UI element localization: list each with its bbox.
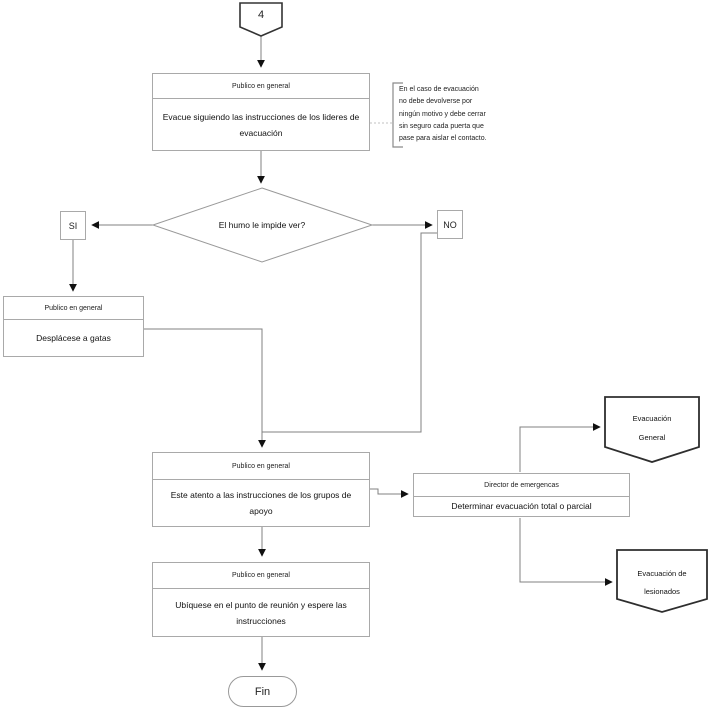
offpage-general-line2: General <box>638 433 666 442</box>
note-line: ningún motivo y debe cerrar <box>399 110 486 118</box>
process-director-header: Director de emergencas <box>414 474 629 497</box>
note-line: no debe devolverse por <box>399 98 473 106</box>
process-evacue-header: Publico en general <box>153 74 369 99</box>
process-director: Director de emergencas Determinar evacua… <box>413 473 630 517</box>
note-line: sin seguro cada puerta que <box>399 122 484 130</box>
terminator-fin: Fin <box>228 676 297 707</box>
note-bracket <box>392 82 403 148</box>
process-evacue-body: Evacue siguiendo las instrucciones de lo… <box>162 111 360 138</box>
process-evacue: Publico en general Evacue siguiendo las … <box>152 73 370 151</box>
process-desplacese: Publico en general Desplácese a gatas <box>3 296 144 357</box>
wire-director-to-lesionados <box>519 518 613 586</box>
decision-smoke-label: El humo le impide ver? <box>218 220 306 230</box>
decision-branch-no: NO <box>437 210 463 239</box>
offpage-evacuacion-lesionados: Evacuación de lesionados <box>617 565 707 601</box>
offpage-connector-4-shape <box>239 2 283 37</box>
process-este-atento-body: Este atento a las instrucciones de los g… <box>170 490 352 516</box>
offpage-general-shape <box>604 396 700 463</box>
decision-branch-si: SI <box>60 211 86 240</box>
process-este-atento-header: Publico en general <box>153 453 369 480</box>
offpage-general-line1: Evacuación <box>632 414 672 423</box>
note-line: En el caso de evacuación <box>399 86 479 93</box>
process-ubiquese: Publico en general Ubíquese en el punto … <box>152 562 370 637</box>
note-evacuation: En el caso de evacuación no debe devolve… <box>399 84 487 145</box>
wire-este-to-director <box>370 488 409 498</box>
offpage-lesionados-shape <box>616 549 708 613</box>
process-ubiquese-body: Ubíquese en el punto de reunión y espere… <box>175 599 347 626</box>
offpage-lesionados-line2: lesionados <box>644 587 680 596</box>
process-ubiquese-header: Publico en general <box>153 563 369 589</box>
process-desplacese-body: Desplácese a gatas <box>36 333 111 343</box>
wire-no-to-merge <box>262 232 437 433</box>
wire-director-to-general <box>519 423 601 472</box>
process-este-atento: Publico en general Este atento a las ins… <box>152 452 370 527</box>
offpage-evacuacion-general: Evacuación General <box>605 409 699 447</box>
wire-desplacese-to-este <box>144 328 266 448</box>
decision-diamond-shape <box>151 187 374 263</box>
offpage-lesionados-line1: Evacuación de <box>637 569 687 578</box>
process-desplacese-header: Publico en general <box>4 297 143 320</box>
process-director-body: Determinar evacuación total o parcial <box>451 501 592 511</box>
offpage-connector-4-label: 4 <box>257 9 265 21</box>
note-line: pase para aislar el contacto. <box>399 135 487 143</box>
